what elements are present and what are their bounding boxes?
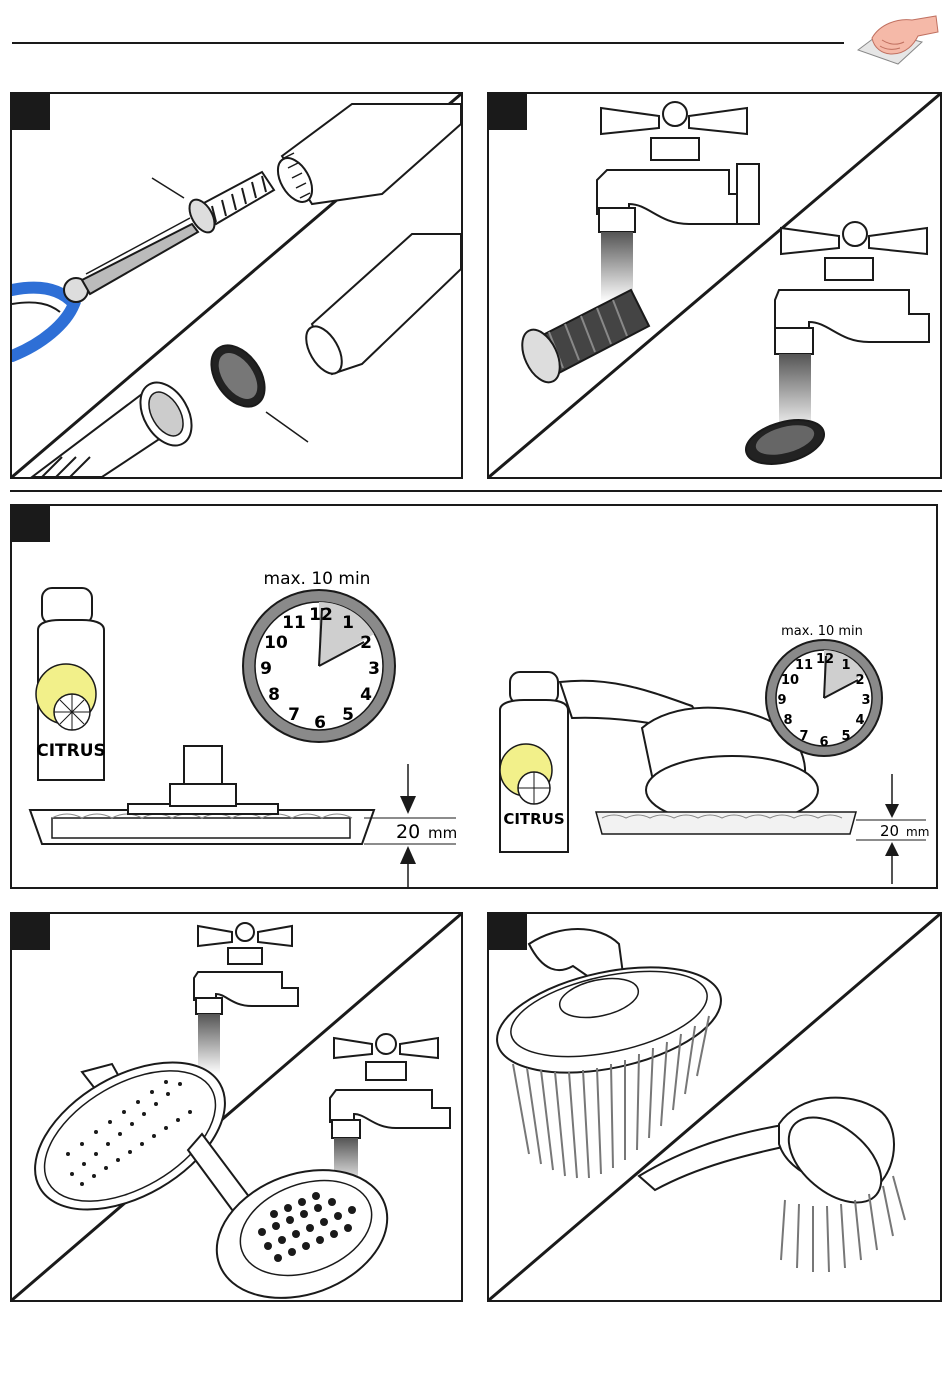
hand-shower-icon xyxy=(639,1098,905,1272)
svg-text:7: 7 xyxy=(288,705,300,725)
svg-text:9: 9 xyxy=(777,693,786,708)
clock-caption: max. 10 min xyxy=(264,569,371,589)
soaking-basin-icon xyxy=(30,810,374,844)
depth-value: 20 xyxy=(880,822,899,840)
hand-shower-icon xyxy=(188,1134,405,1300)
bottle-label: CITRUS xyxy=(503,810,564,828)
svg-text:12: 12 xyxy=(816,652,834,667)
faucet-icon xyxy=(194,923,298,1074)
svg-text:5: 5 xyxy=(841,729,850,744)
svg-text:9: 9 xyxy=(260,659,272,679)
svg-text:8: 8 xyxy=(268,685,280,705)
panel-3-citrus-soak: CITRUS max. 10 min 12 1 2 3 4 5 6 7 8 9 … xyxy=(10,504,938,889)
panel-4-rinse-showers xyxy=(10,912,463,1302)
svg-text:1: 1 xyxy=(841,658,850,673)
hand-cleaning-icon xyxy=(852,10,942,70)
cylinder-filter-icon xyxy=(515,290,649,388)
svg-text:12: 12 xyxy=(309,605,333,625)
faucet-icon xyxy=(775,222,929,434)
hose-connector-icon xyxy=(271,104,461,208)
svg-text:7: 7 xyxy=(799,729,808,744)
panel-2-rinse-filters xyxy=(487,92,942,479)
flat-mesh-filter-icon xyxy=(741,412,829,471)
hose-end-lower-icon xyxy=(299,234,461,380)
svg-text:3: 3 xyxy=(368,659,380,679)
faucet-icon xyxy=(330,1034,450,1188)
svg-text:4: 4 xyxy=(360,685,372,705)
svg-text:10: 10 xyxy=(781,673,799,688)
svg-text:11: 11 xyxy=(282,613,306,633)
panel-1-remove-filters xyxy=(10,92,463,479)
svg-text:5: 5 xyxy=(342,705,354,725)
shower-head-icon xyxy=(128,746,278,814)
bottle-label: CITRUS xyxy=(36,741,106,761)
svg-text:6: 6 xyxy=(314,713,326,733)
svg-text:2: 2 xyxy=(855,673,864,688)
svg-text:11: 11 xyxy=(795,658,813,673)
flat-mesh-filter-icon xyxy=(200,336,308,442)
svg-text:1: 1 xyxy=(342,613,354,633)
faucet-icon xyxy=(597,102,759,302)
depth-unit: mm xyxy=(906,825,929,839)
svg-text:10: 10 xyxy=(264,633,288,653)
svg-text:8: 8 xyxy=(783,713,792,728)
pliers-icon xyxy=(12,218,198,356)
svg-text:6: 6 xyxy=(819,735,828,750)
depth-unit: mm xyxy=(428,824,457,842)
svg-text:4: 4 xyxy=(855,713,864,728)
cylinder-filter-icon xyxy=(152,172,274,237)
svg-text:2: 2 xyxy=(360,633,372,653)
depth-value: 20 xyxy=(396,821,420,843)
svg-text:3: 3 xyxy=(861,693,870,708)
section-rule xyxy=(10,490,942,492)
panel-5-test-spray xyxy=(487,912,942,1302)
header-rule xyxy=(12,42,844,44)
clock-caption: max. 10 min xyxy=(781,624,863,639)
shower-head-icon xyxy=(489,929,730,1178)
